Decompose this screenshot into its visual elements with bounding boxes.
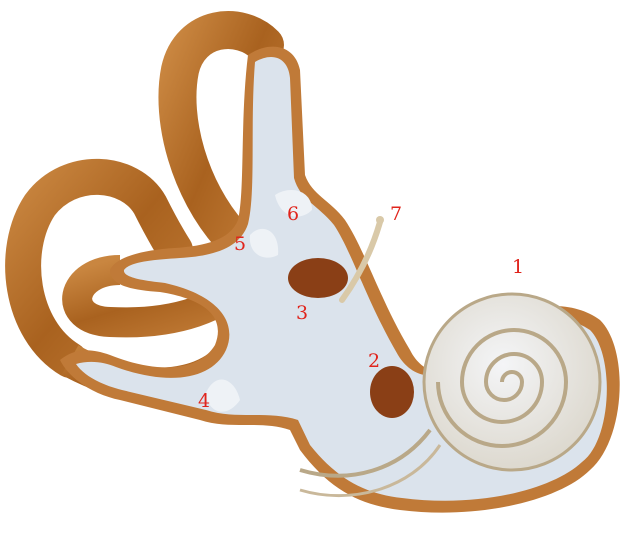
utricle-cavity — [288, 258, 348, 298]
label-5: 5 — [234, 235, 246, 254]
label-6: 6 — [287, 205, 299, 224]
label-7: 7 — [390, 205, 402, 224]
round-window-cavity — [370, 366, 414, 418]
endolymphatic-duct-tip — [376, 216, 384, 224]
label-2: 2 — [368, 352, 380, 371]
label-4: 4 — [198, 392, 210, 411]
label-1: 1 — [512, 258, 524, 277]
label-3: 3 — [296, 304, 308, 323]
